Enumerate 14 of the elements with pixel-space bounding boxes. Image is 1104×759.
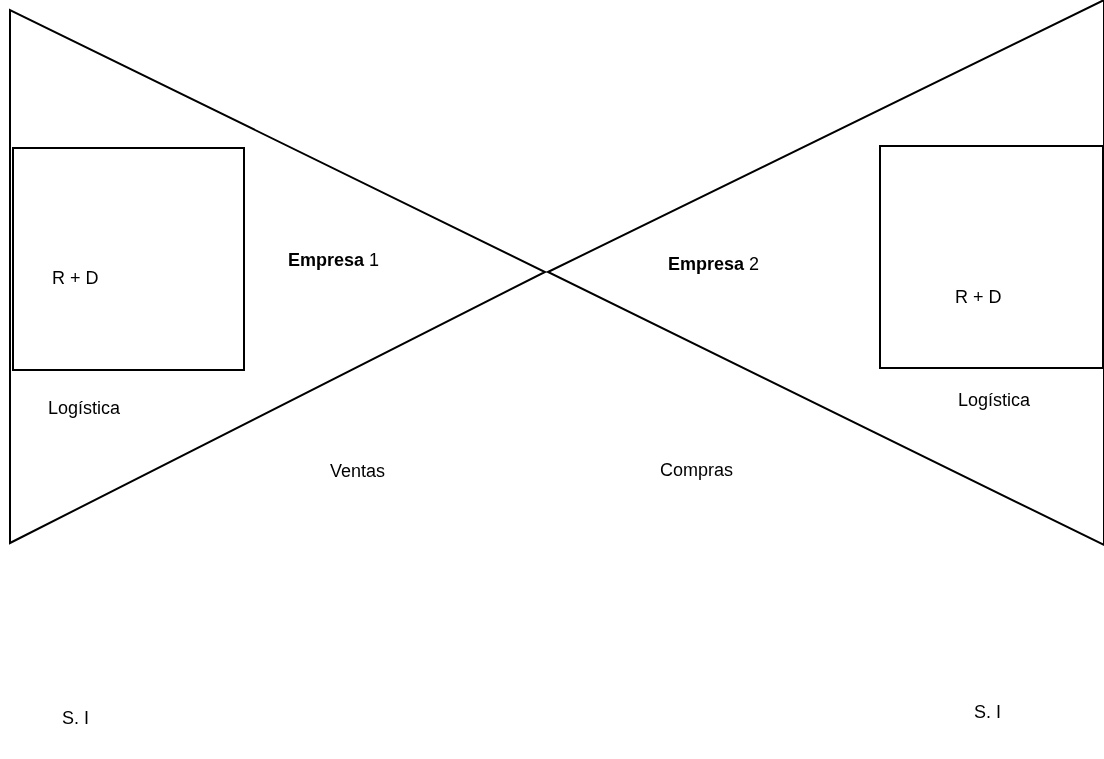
area-label: Logística bbox=[958, 390, 1031, 411]
triangle-shape bbox=[10, 10, 545, 543]
section-label: S. I bbox=[62, 708, 89, 729]
area-label: Logística bbox=[48, 398, 121, 419]
triangle-shape bbox=[548, 0, 1104, 545]
company-label: Empresa 2 bbox=[668, 254, 760, 275]
rd-box bbox=[12, 147, 245, 371]
area-label: Ventas bbox=[330, 461, 386, 482]
section-label: S. I bbox=[974, 702, 1001, 723]
rd-box bbox=[879, 145, 1104, 369]
area-label: R + D bbox=[52, 268, 99, 289]
area-label: R + D bbox=[955, 287, 1002, 308]
area-label: Compras bbox=[660, 460, 734, 481]
company-label: Empresa 1 bbox=[288, 250, 380, 271]
